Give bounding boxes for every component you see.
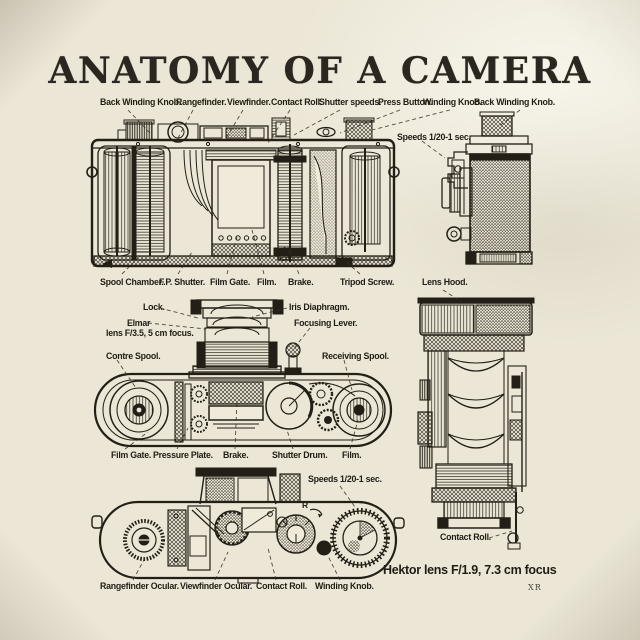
hektor-lens-section-diagram: [417, 297, 535, 550]
label-brake-top: Brake.: [288, 277, 314, 287]
label-fp-shutter: F.P. Shutter.: [159, 277, 205, 287]
label-film-top: Film.: [257, 277, 277, 287]
label-film-gate-top: Film Gate.: [210, 277, 251, 287]
label-elmar-focus: lens F/3.5, 5 cm focus.: [106, 328, 194, 338]
label-elmar: Elmar: [127, 318, 151, 328]
label-contre-spool: Contre Spool.: [106, 351, 161, 361]
label-winding-knob-bottom: Winding Knob.: [315, 581, 374, 591]
label-iris-diaphragm: Iris Diaphragm.: [289, 302, 350, 312]
label-viewfinder: Viewfinder.: [227, 97, 271, 107]
label-pressure-plate: Pressure Plate.: [153, 450, 213, 460]
camera-front-cutaway-diagram: [86, 117, 400, 268]
label-brake-mid: Brake.: [223, 450, 249, 460]
label-tripod-screw: Tripod Screw.: [340, 277, 395, 287]
label-hektor-caption: Hektor lens F/1.9, 7.3 cm focus: [383, 563, 557, 577]
label-press-button: Press Button.: [378, 97, 432, 107]
label-film-gate-mid: Film Gate.: [111, 450, 152, 460]
label-focusing-lever: Focusing Lever.: [294, 318, 358, 328]
label-contact-roll-lens: Contact Roll.: [440, 532, 491, 542]
page-title: ANATOMY OF A CAMERA: [48, 50, 592, 92]
label-receiving-spool: Receiving Spool.: [322, 351, 389, 361]
label-film-mid: Film.: [342, 450, 362, 460]
label-back-winding-knob-right: Back Winding Knob.: [474, 97, 555, 107]
label-lens-hood: Lens Hood.: [422, 277, 468, 287]
label-lock: Lock.: [143, 302, 165, 312]
camera-side-view-diagram: [441, 111, 533, 265]
label-shutter-drum: Shutter Drum.: [272, 450, 328, 460]
label-contact-roll-top: Contact Roll.: [271, 97, 322, 107]
label-rangefinder: Rangefinder.: [176, 97, 227, 107]
artist-signature: XR: [528, 583, 542, 592]
label-back-winding-knob-left: Back Winding Knob.: [100, 97, 181, 107]
label-viewfinder-ocular: Viewfinder Ocular.: [180, 581, 253, 591]
camera-top-view-diagram: R: [91, 467, 405, 584]
label-speeds-top: Speeds 1/20-1 sec.: [397, 132, 471, 142]
label-shutter-speeds: Shutter speeds.: [319, 97, 382, 107]
label-winding-knob-top: Winding Knob.: [423, 97, 482, 107]
label-rangefinder-ocular: Rangefinder Ocular.: [100, 581, 179, 591]
label-contact-roll-bottom: Contact Roll.: [256, 581, 307, 591]
label-speeds-bottom: Speeds 1/20-1 sec.: [308, 474, 382, 484]
label-spool-chamber: Spool Chamber.: [100, 277, 164, 287]
dial-letter-r: R: [302, 500, 308, 510]
camera-horizontal-section-diagram: [93, 299, 393, 448]
